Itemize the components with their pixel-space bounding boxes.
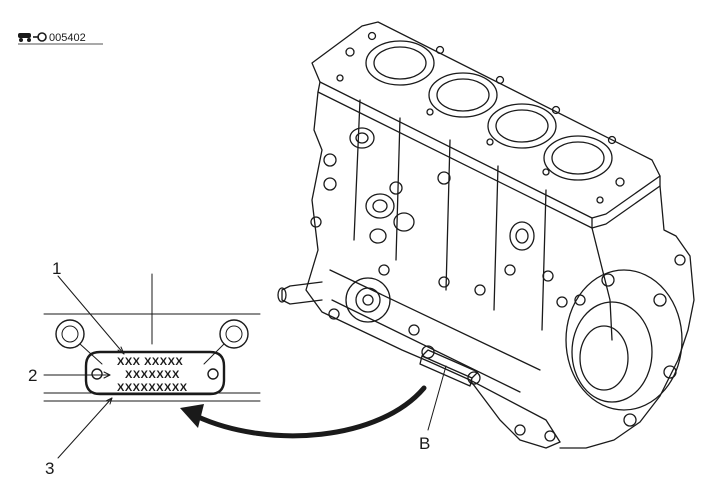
leader-b (427, 365, 447, 431)
plate-line-3: XXXXXXXXX (117, 382, 188, 394)
engine-block (277, 21, 695, 449)
callout-leaders (43, 275, 125, 459)
label-3: 3 (45, 459, 54, 478)
transfer-arrow (180, 385, 427, 439)
label-b: B (419, 434, 430, 453)
plate-line-2: XXXXXXX (125, 369, 180, 381)
label-1: 1 (52, 259, 61, 278)
id-plate-detail (43, 273, 261, 402)
figure-code: 005402 (18, 32, 103, 45)
figure-code-text: 005402 (49, 32, 86, 44)
car-wrench-icon (18, 32, 47, 42)
label-2: 2 (28, 366, 37, 385)
plate-line-1: XXX XXXXX (117, 356, 183, 368)
